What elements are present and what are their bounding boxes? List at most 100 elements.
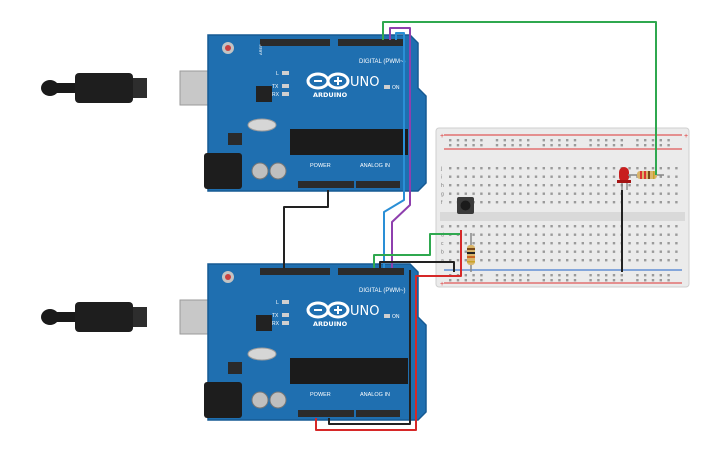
breadboard-hole [612, 167, 616, 170]
breadboard-hole [605, 144, 608, 147]
breadboard-hole [581, 201, 584, 204]
breadboard-hole [480, 175, 483, 178]
breadboard-hole [542, 144, 545, 147]
header-analog [356, 410, 400, 417]
breadboard-hole [503, 274, 506, 277]
wire-blue[interactable] [383, 32, 405, 268]
breadboard-hole [519, 250, 522, 253]
breadboard-hole [597, 274, 600, 277]
breadboard-hole [495, 250, 499, 253]
breadboard-hole [503, 259, 506, 262]
breadboard-hole [480, 139, 483, 142]
breadboard-hole [636, 201, 639, 204]
breadboard-hole [644, 184, 647, 187]
breadboard-hole [472, 279, 475, 282]
row-letter: b [441, 250, 444, 256]
breadboard-hole [511, 144, 514, 147]
arduino-logo-icon [306, 72, 350, 90]
breadboard-hole [558, 225, 561, 228]
wire-black-gnd-link[interactable] [283, 190, 329, 268]
breadboard-hole [503, 175, 506, 178]
rx-label: RX [272, 92, 280, 98]
breadboard-hole [644, 259, 647, 262]
breadboard-hole [620, 279, 623, 282]
wire-red-5v[interactable] [315, 230, 462, 431]
breadboard-hole [550, 242, 553, 245]
breadboard-hole [503, 225, 506, 228]
breadboard-hole [495, 144, 499, 147]
wires[interactable] [283, 21, 657, 431]
wire-green-bottom[interactable] [373, 233, 462, 268]
wire-black-rail[interactable] [379, 261, 455, 272]
power-jack [204, 153, 242, 189]
usb-cable-icon [41, 70, 221, 106]
breadboard-hole [636, 274, 639, 277]
breadboard-hole [456, 242, 460, 245]
breadboard-hole [550, 167, 553, 170]
wire-black-bottom[interactable] [328, 270, 411, 425]
wire-purple[interactable] [389, 27, 411, 268]
arduino-uno-bottom[interactable]: DIGITAL (PWM~) UNO ARDUINO L TX RX ON PO… [41, 263, 427, 421]
on-label: ON [392, 85, 400, 91]
arduino-brand-label: ARDUINO [313, 91, 348, 99]
breadboard-hole [605, 184, 608, 187]
breadboard-hole [589, 259, 592, 262]
breadboard-hole [527, 242, 530, 245]
breadboard-hole [511, 259, 514, 262]
breadboard-hole [542, 225, 545, 228]
breadboard-hole [605, 192, 608, 195]
breadboard-hole [675, 250, 678, 253]
wire-green-top[interactable] [382, 21, 657, 175]
header-digital-1 [260, 39, 330, 46]
breadboard-hole [667, 225, 670, 228]
breadboard-hole [464, 274, 467, 277]
breadboard-hole [659, 225, 662, 228]
breadboard-hole [581, 192, 584, 195]
breadboard-hole [573, 225, 577, 228]
breadboard-hole [573, 139, 577, 142]
breadboard-hole [566, 242, 569, 245]
atmega-chip [290, 129, 408, 155]
breadboard-hole [519, 192, 522, 195]
breadboard-hole [566, 184, 569, 187]
breadboard-hole [550, 259, 553, 262]
breadboard-hole [636, 184, 639, 187]
resistor-led[interactable] [628, 171, 664, 179]
breadboard-hole [464, 192, 467, 195]
breadboard-hole [527, 279, 530, 282]
breadboard-hole [480, 242, 483, 245]
breadboard-hole [488, 167, 491, 170]
digital-label: DIGITAL (PWM~) [359, 288, 406, 294]
breadboard-hole [503, 167, 506, 170]
red-led[interactable] [617, 167, 631, 190]
breadboard-hole [675, 259, 678, 262]
breadboard-hole [558, 175, 561, 178]
breadboard-hole [566, 167, 569, 170]
pushbutton[interactable] [457, 197, 474, 214]
breadboard-hole [566, 274, 569, 277]
breadboard-hole [480, 225, 483, 228]
breadboard-hole [456, 139, 460, 142]
breadboard-hole [488, 242, 491, 245]
breadboard-hole [550, 144, 553, 147]
breadboard-hole [542, 184, 545, 187]
breadboard-hole [519, 144, 522, 147]
capacitor-2 [269, 391, 287, 409]
breadboard-hole [534, 192, 538, 195]
breadboard-hole [488, 225, 491, 228]
breadboard-hole [566, 233, 569, 236]
breadboard-hole [597, 144, 600, 147]
breadboard-hole [612, 201, 616, 204]
breadboard-hole [589, 250, 592, 253]
breadboard-hole [480, 250, 483, 253]
breadboard-hole [488, 175, 491, 178]
breadboard-hole [519, 233, 522, 236]
breadboard-divider [440, 212, 685, 221]
resistor-pulldown[interactable] [467, 233, 475, 272]
arduino-uno-top[interactable]: DIGITAL (PWM~) AREF UNO ARDUINO L TX RX … [41, 34, 427, 192]
breadboard-hole [488, 250, 491, 253]
breadboard-hole [597, 233, 600, 236]
breadboard-hole [589, 242, 592, 245]
breadboard-hole [644, 201, 647, 204]
